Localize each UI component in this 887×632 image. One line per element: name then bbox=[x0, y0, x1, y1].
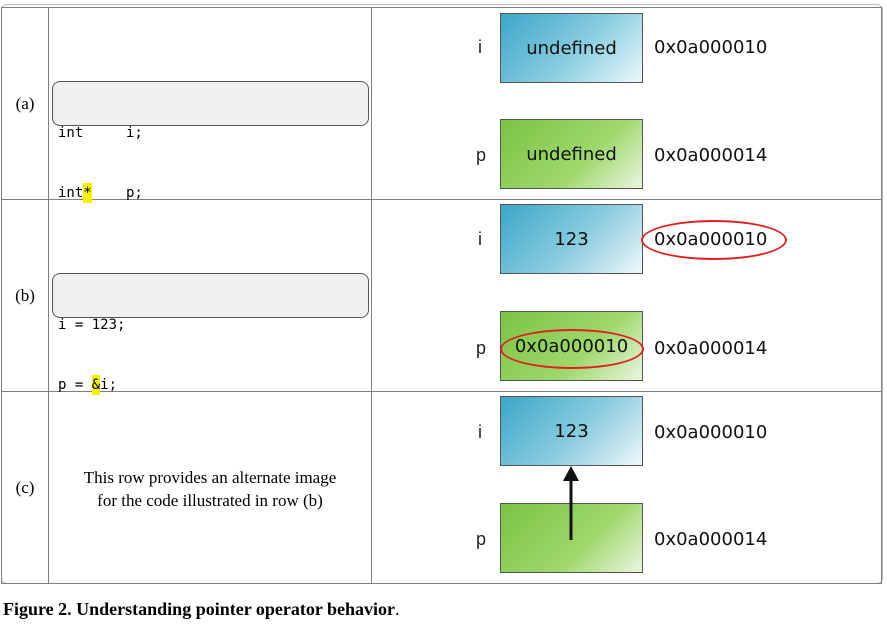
address-p: 0x0a000014 bbox=[654, 529, 768, 550]
var-i-label: i bbox=[478, 37, 482, 57]
memory-diagram: i 123 0x0a000010 p 0x0a000010 0x0a000014 bbox=[371, 199, 882, 392]
code-type: int bbox=[58, 185, 84, 201]
highlight-circle-address bbox=[641, 220, 787, 260]
var-i-label: i bbox=[478, 229, 482, 249]
code-line: int i; bbox=[58, 123, 368, 143]
note-cell: This row provides an alternate image for… bbox=[48, 391, 372, 584]
code-type: int bbox=[58, 125, 84, 141]
row-label: (b) bbox=[1, 199, 49, 392]
code-prefix: p = bbox=[58, 377, 92, 393]
address-p: 0x0a000014 bbox=[654, 145, 768, 166]
code-cell: i = 123; p = &i; bbox=[48, 199, 372, 395]
code-box: i = 123; p = &i; bbox=[52, 273, 369, 395]
address-p: 0x0a000014 bbox=[654, 338, 768, 359]
address-i: 0x0a000010 bbox=[654, 422, 768, 443]
note-line: for the code illustrated in row (b) bbox=[97, 491, 323, 510]
code-line: int* p; bbox=[58, 183, 368, 203]
memory-diagram: i undefined 0x0a000010 p undefined 0x0a0… bbox=[371, 7, 882, 200]
row-label: (c) bbox=[1, 391, 49, 584]
address-i: 0x0a000010 bbox=[654, 37, 768, 58]
memory-cell-i: 123 bbox=[500, 204, 643, 274]
var-p-label: p bbox=[476, 338, 487, 358]
code-name: p; bbox=[126, 185, 143, 201]
memory-diagram: i 123 0x0a000010 p 0x0a000014 bbox=[371, 391, 882, 584]
memory-cell-i: 123 bbox=[500, 396, 643, 466]
var-p-label: p bbox=[476, 529, 487, 549]
row-b: (b) i = 123; p = &i; i 123 0x0a000010 p … bbox=[1, 199, 882, 395]
memory-cell-i: undefined bbox=[500, 13, 643, 83]
row-c: (c) This row provides an alternate image… bbox=[1, 391, 882, 584]
code-line: p = &i; bbox=[58, 375, 368, 395]
caption-bold: Figure 2. Understanding pointer operator… bbox=[3, 599, 396, 619]
note-line: This row provides an alternate image bbox=[83, 468, 337, 487]
pointer-arrow bbox=[563, 466, 579, 540]
highlight-circle-value bbox=[500, 329, 644, 369]
caption-tail: . bbox=[395, 599, 400, 619]
row-note: This row provides an alternate image for… bbox=[49, 466, 371, 512]
var-p-label: p bbox=[476, 145, 487, 165]
memory-cell-p: undefined bbox=[500, 119, 643, 189]
code-star: * bbox=[83, 183, 92, 203]
code-prefix: i = 123; bbox=[58, 317, 126, 333]
var-i-label: i bbox=[478, 422, 482, 442]
figure-caption: Figure 2. Understanding pointer operator… bbox=[3, 599, 400, 620]
code-name: i; bbox=[126, 125, 143, 141]
code-line: i = 123; bbox=[58, 315, 368, 335]
row-label: (a) bbox=[1, 7, 49, 200]
code-highlight: & bbox=[91, 375, 101, 395]
code-rest: i; bbox=[100, 377, 118, 393]
